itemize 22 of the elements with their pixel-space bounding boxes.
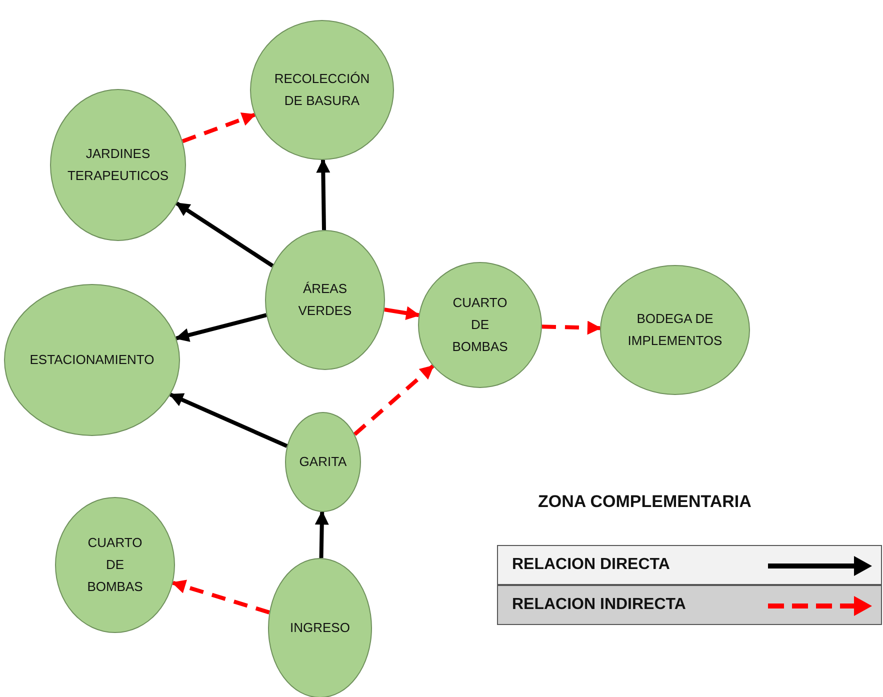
node-label: GARITA: [299, 453, 347, 471]
node-label: INGRESO: [290, 619, 350, 637]
dashed-arrow: [353, 364, 434, 436]
dashed-arrow: [182, 112, 256, 144]
node-label: ÁREAS VERDES: [297, 280, 353, 320]
arrow: [384, 306, 420, 320]
legend-text: RELACION INDIRECTA: [512, 596, 686, 614]
legend-text: RELACION DIRECTA: [512, 556, 670, 574]
node-label: BODEGA DE IMPLEMENTOS: [626, 310, 724, 350]
node-label: JARDINES TERAPEUTICOS: [66, 145, 170, 185]
node-label: ESTACIONAMIENTO: [30, 351, 154, 369]
arrow: [176, 202, 274, 268]
node-label: RECOLECCIÓN DE BASURA: [273, 70, 371, 110]
zone-title: ZONA COMPLEMENTARIA: [538, 492, 752, 512]
node-label: CUARTO DE BOMBAS: [86, 534, 144, 596]
node-label: CUARTO DE BOMBAS: [451, 294, 509, 356]
dashed-arrow: [542, 320, 602, 335]
arrow: [314, 510, 329, 558]
arrow: [169, 392, 288, 448]
arrow: [316, 158, 330, 230]
dashed-arrow: [172, 580, 270, 614]
arrow: [174, 313, 267, 342]
